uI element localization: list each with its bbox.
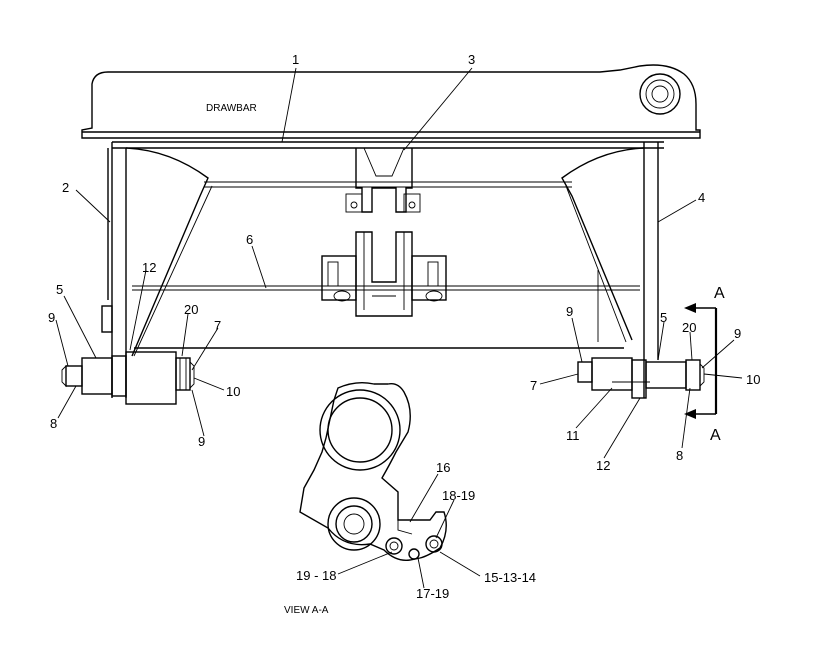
view-label: VIEW A-A (284, 605, 329, 616)
callout-18-19: 18-19 (442, 488, 475, 503)
callout-10-right: 10 (746, 372, 760, 387)
callout-3: 3 (468, 52, 475, 67)
section-marker (684, 303, 718, 419)
center-clevis (321, 231, 447, 317)
callout-9-right-side: 9 (734, 326, 741, 341)
section-letter-top: A (714, 285, 725, 302)
callout-12-left: 12 (142, 260, 156, 275)
view-a-a-detail (299, 381, 447, 561)
callout-8-right: 8 (676, 448, 683, 463)
callout-1: 1 (292, 52, 299, 67)
drawbar-label: DRAWBAR (206, 103, 257, 114)
callout-17-19: 17-19 (416, 586, 449, 601)
callout-16: 16 (436, 460, 450, 475)
top-cross-beam (112, 141, 664, 188)
callout-20-right: 20 (682, 320, 696, 335)
right-side-frame (561, 142, 659, 398)
callout-15-13-14: 15-13-14 (484, 570, 536, 585)
drawbar-outline (81, 64, 701, 139)
callout-5-left: 5 (56, 282, 63, 297)
callout-8-left: 8 (50, 416, 57, 431)
callout-19-18: 19 - 18 (296, 568, 336, 583)
callout-9-left-bottom: 9 (198, 434, 205, 449)
center-bracket (345, 147, 421, 213)
callout-12-right: 12 (596, 458, 610, 473)
callout-9-left-top: 9 (48, 310, 55, 325)
left-side-frame (101, 142, 213, 398)
callout-7-right: 7 (530, 378, 537, 393)
callout-7-left: 7 (214, 318, 221, 333)
callout-4: 4 (698, 190, 705, 205)
right-pivot-pin (577, 357, 705, 399)
leader-lines (55, 67, 743, 589)
left-pivot-pin (61, 351, 195, 405)
callout-5-right: 5 (660, 310, 667, 325)
callout-10-left: 10 (226, 384, 240, 399)
callout-2: 2 (62, 180, 69, 195)
section-letter-bottom: A (710, 427, 721, 444)
callout-11: 11 (566, 428, 580, 443)
callout-20-left: 20 (184, 302, 198, 317)
callout-6: 6 (246, 232, 253, 247)
cross-bar (132, 285, 640, 349)
callout-9-right-top: 9 (566, 304, 573, 319)
